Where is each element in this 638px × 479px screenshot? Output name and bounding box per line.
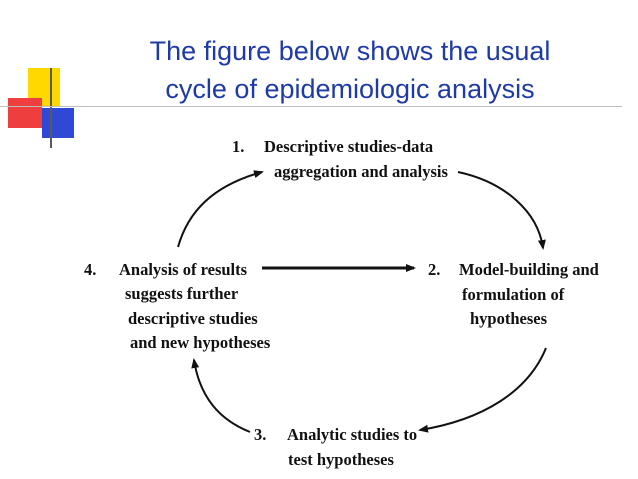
node-1-line-2: aggregation and analysis <box>274 162 448 181</box>
node-2-number: 2. <box>428 260 440 279</box>
node-1-number: 1. <box>232 137 244 156</box>
node-analytic-studies: 3. Analytic studies to test hypotheses <box>254 425 417 469</box>
arrow-3-to-4 <box>191 358 251 433</box>
node-3-line-2: test hypotheses <box>288 450 394 469</box>
deco-red-square <box>8 98 42 128</box>
arrow-2-to-3 <box>418 347 547 433</box>
deco-vertical-line <box>50 68 52 148</box>
arrow-1-to-2 <box>457 171 546 250</box>
node-3-line-1: Analytic studies to <box>287 425 417 444</box>
node-2-line-1: Model-building and <box>459 260 599 279</box>
deco-blue-square <box>42 108 74 138</box>
arrow-4-to-1 <box>177 170 264 248</box>
node-1-line-1: Descriptive studies-data <box>264 137 433 156</box>
node-4-line-1: Analysis of results <box>119 260 248 279</box>
node-model-building: 2. Model-building and formulation of hyp… <box>428 260 599 328</box>
node-2-line-2: formulation of <box>462 285 565 304</box>
title-line-2: cycle of epidemiologic analysis <box>165 74 535 104</box>
title-line-1: The figure below shows the usual <box>149 36 551 66</box>
node-4-number: 4. <box>84 260 96 279</box>
node-analysis-of-results: 4. Analysis of results suggests further … <box>84 260 271 352</box>
node-4-line-3: descriptive studies <box>128 309 258 328</box>
node-descriptive-studies: 1. Descriptive studies-data aggregation … <box>232 137 448 181</box>
node-3-number: 3. <box>254 425 266 444</box>
node-4-line-2: suggests further <box>125 284 238 303</box>
decorative-corner-squares <box>0 0 622 150</box>
slide-title: The figure below shows the usual cycle o… <box>60 32 638 108</box>
node-2-line-3: hypotheses <box>470 309 548 328</box>
node-4-line-4: and new hypotheses <box>130 333 271 352</box>
deco-horizontal-line <box>0 106 622 107</box>
